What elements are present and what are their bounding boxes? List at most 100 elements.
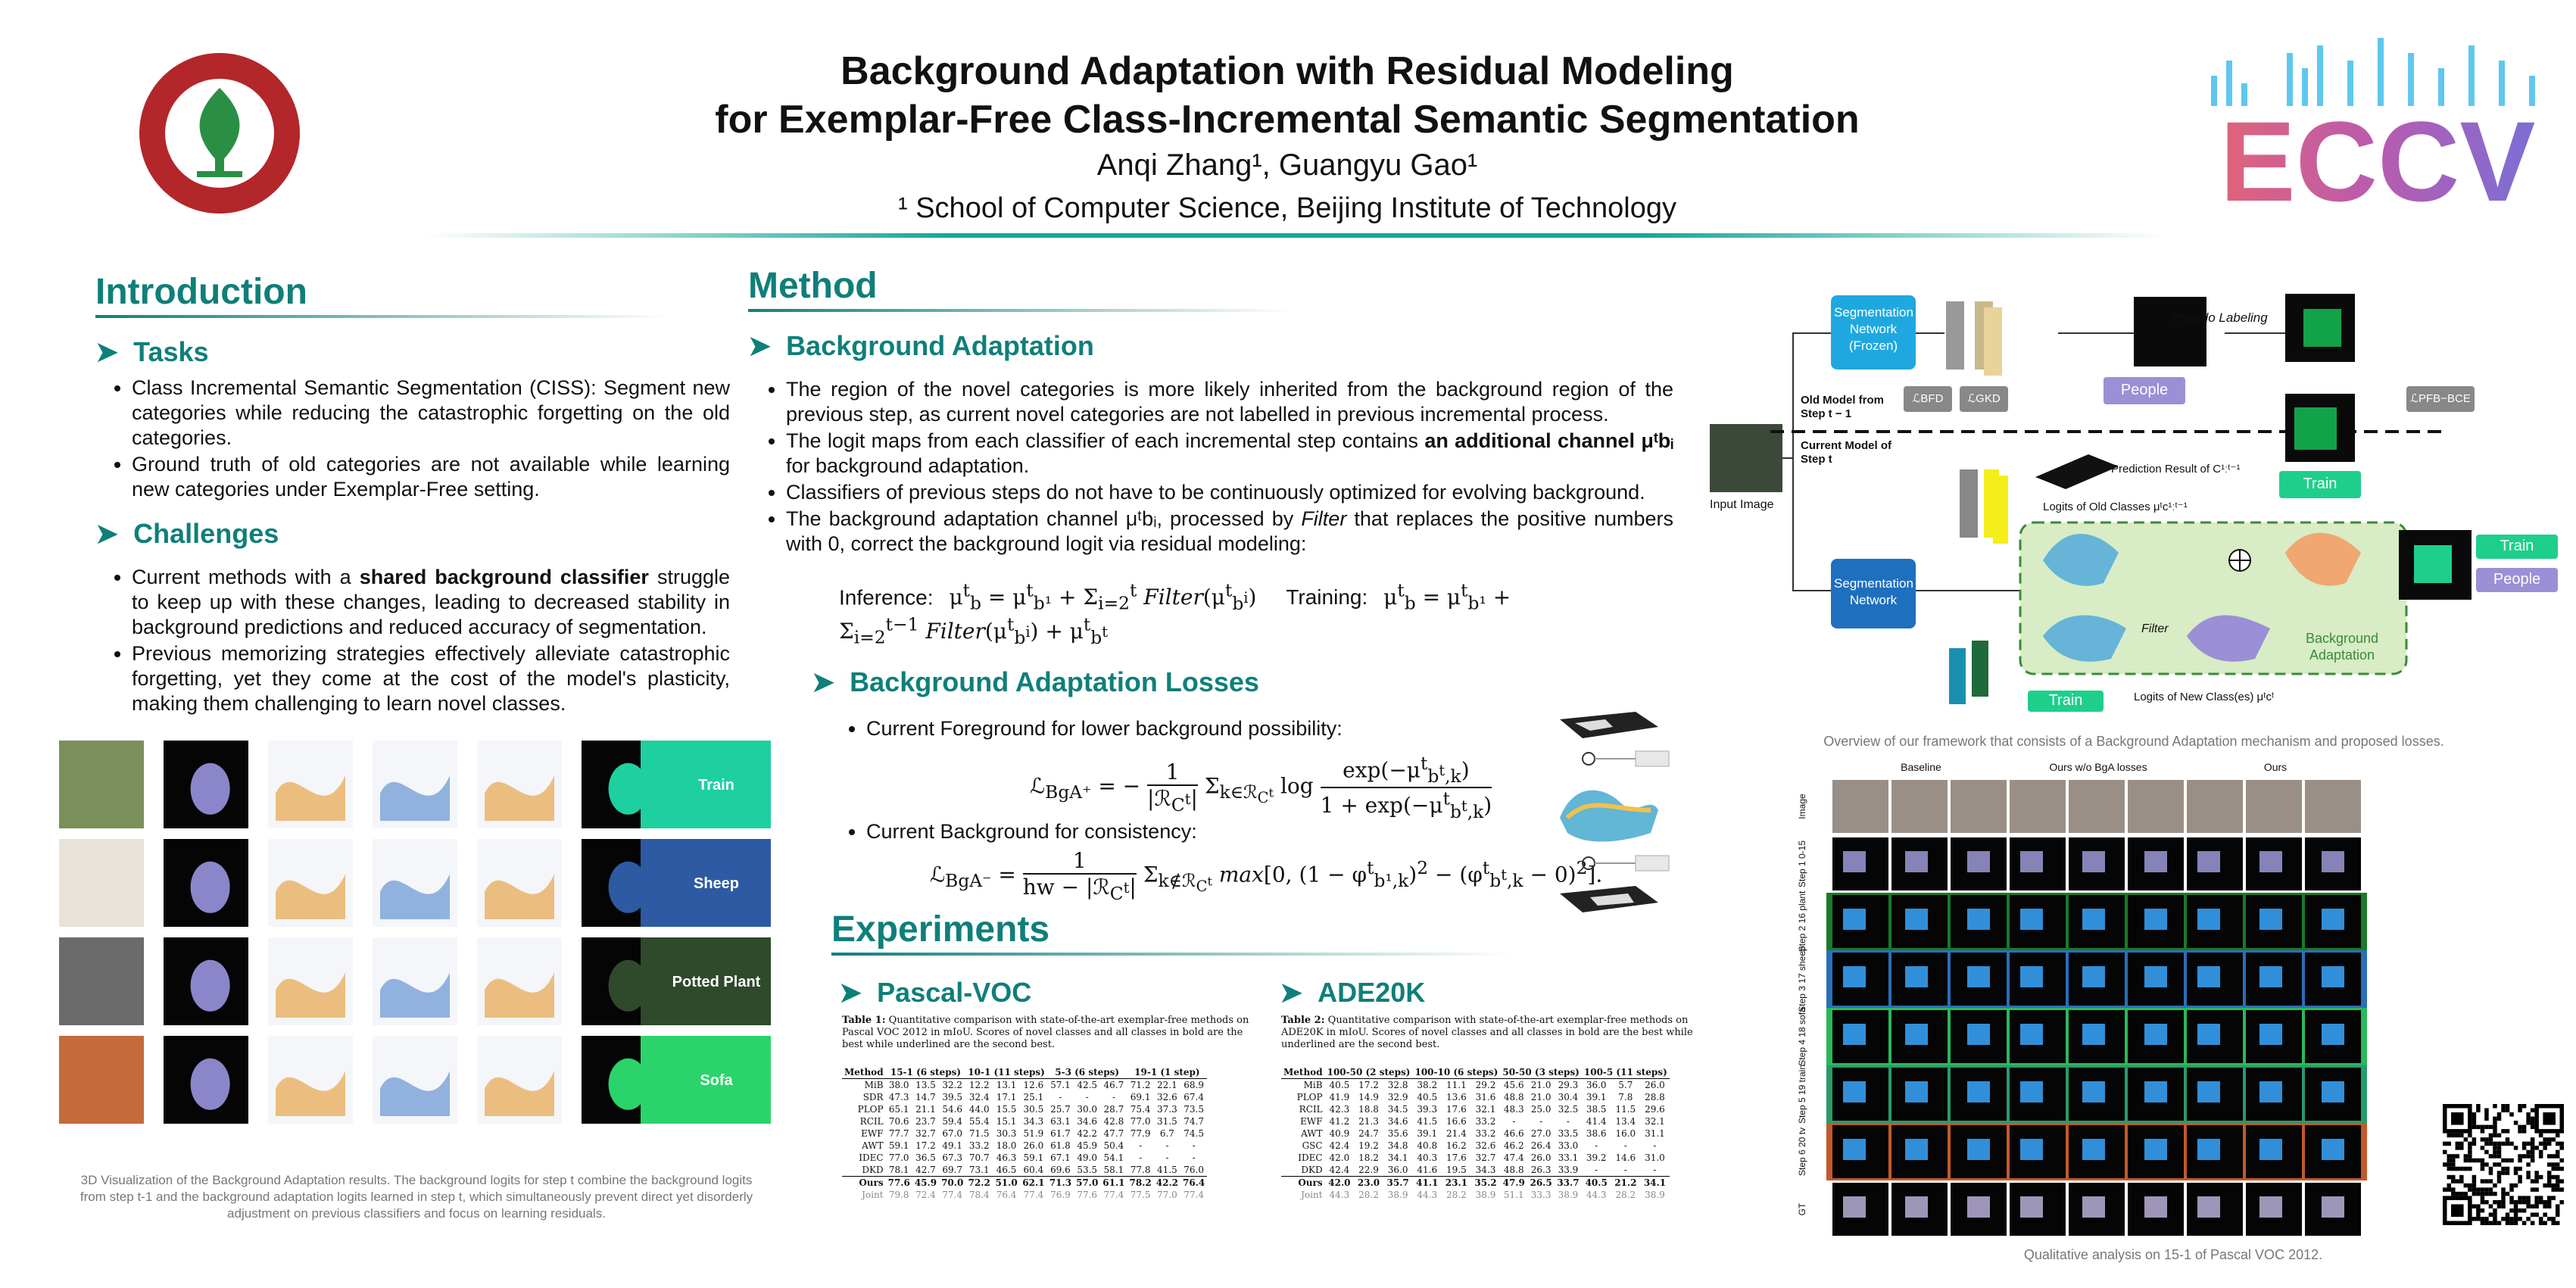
bg-adapt-bullet-3: Classifiers of previous steps do not hav… [786,480,1673,505]
method-rule [748,309,1293,312]
score-cell: 42.8 [1103,1116,1124,1127]
fig3d-mask [608,861,648,913]
losses-list-1: Current Foreground for lower background … [837,716,1548,743]
score-cell: 35.2 [1474,1177,1497,1188]
tasks-bullet-1: Class Incremental Semantic Segmentation … [132,376,730,451]
score-cell: 13.4 [1615,1116,1636,1127]
qual-mask [1967,1081,1990,1102]
score-cell: 17.2 [915,1140,936,1151]
score-cell: 16.2 [1446,1140,1467,1151]
score-cell: 54.6 [942,1104,963,1115]
qr-code[interactable] [2443,1104,2564,1225]
score-cell: 41.5 [1157,1165,1177,1175]
challenges-bullet-2: Previous memorizing strategies effective… [132,641,730,716]
qual-mask [2197,909,2220,930]
filter-label: Filter [2141,622,2169,635]
qual-row-label: Step 3 17 sheep [1797,946,1807,1012]
score-cell: 38.9 [1645,1190,1665,1200]
score-cell: 39.2 [1586,1152,1607,1163]
qual-mask [2259,1139,2282,1160]
score-cell: 42.2 [1155,1177,1178,1188]
score-cell: 38.9 [1387,1190,1408,1200]
score-cell: 76.4 [1183,1177,1205,1188]
method-name-cell: IDEC [859,1152,884,1163]
score-cell: 33.0 [1558,1140,1579,1151]
fig3d-image-cell [59,937,144,1025]
score-cell: 32.1 [1645,1116,1665,1127]
ade-heading-text: ADE20K [1318,977,1426,1008]
affiliation: ¹ School of Computer Science, Beijing In… [898,192,1676,224]
score-cell: 32.4 [968,1092,990,1102]
score-cell: 18.0 [996,1140,1017,1151]
bg-adaptation-heading: ➤Background Adaptation [748,330,1094,362]
fig3d-category-label: Potted Plant [672,974,761,990]
score-cell: 44.3 [1586,1190,1607,1200]
score-cell: 12.2 [968,1080,990,1090]
score-cell: 67.0 [942,1128,963,1139]
score-cell: 63.1 [1050,1116,1071,1127]
score-cell: 51.9 [1023,1128,1044,1139]
old-model-label: Old Model from Step t − 1 [1801,394,1884,420]
score-cell: 12.6 [1023,1080,1044,1090]
score-cell: - [1112,1092,1115,1102]
score-cell: 42.4 [1329,1140,1350,1151]
title-line-2: for Exemplar-Free Class-Incremental Sema… [715,98,1860,142]
score-cell: 42.5 [1077,1080,1098,1090]
qual-mask [2259,851,2282,872]
fig3d-mask [608,763,648,815]
loss-pfb-label: ℒPFB−BCE [2410,392,2471,405]
qual-mask [2082,1196,2105,1218]
tasks-list: Class Incremental Semantic Segmentation … [103,376,730,504]
score-cell: 19.5 [1446,1165,1467,1175]
challenges-list: Current methods with a shared background… [103,565,730,718]
qual-mask [1843,1081,1866,1102]
arrow-icon: ➤ [95,336,119,367]
score-cell: 46.7 [1103,1080,1124,1090]
score-cell: 17.6 [1446,1104,1467,1115]
score-cell: 73.5 [1184,1104,1204,1115]
score-cell: 77.4 [942,1190,963,1200]
qual-mask [1843,909,1866,930]
qual-mask [1843,851,1866,872]
score-cell: 40.9 [1329,1128,1350,1139]
score-cell: - [1512,1116,1516,1127]
score-cell: 39.1 [1586,1092,1607,1102]
qual-mask [2322,909,2344,930]
score-cell: 78.1 [888,1165,909,1175]
qual-mask [2082,1139,2105,1160]
score-cell: 38.5 [1586,1104,1607,1115]
loss-bullet-1: Current Foreground for lower background … [866,716,1548,741]
score-cell: 14.9 [1358,1092,1379,1102]
score-cell: 65.1 [888,1104,909,1115]
challenges-heading-text: Challenges [133,518,279,549]
eccv-logo: ECCV [2196,30,2559,225]
score-cell: 38.0 [888,1080,909,1090]
fig3d-category-cell [641,839,792,927]
fig3d-surface [380,874,450,919]
qual-row-label: Step 2 16 plant [1797,890,1807,952]
fig3d-mask [190,861,230,913]
qual-mask [2322,1081,2344,1102]
score-cell: 57.1 [1050,1080,1071,1090]
method-name-cell: RCIL [859,1116,884,1127]
loss-illustration [1545,704,1673,924]
qual-mask [1843,1139,1866,1160]
losses-heading-text: Background Adaptation Losses [850,666,1259,697]
qual-mask [2197,966,2220,987]
score-cell: 18.2 [1358,1152,1379,1163]
method-name-cell: IDEC [1298,1152,1323,1163]
qual-mask [1905,1024,1928,1045]
table-header-method: Method [842,1066,886,1079]
score-cell: 30.5 [1023,1104,1044,1115]
arrow-icon: ➤ [748,330,772,361]
qual-mask [2144,851,2167,872]
score-cell: 40.3 [1417,1152,1438,1163]
